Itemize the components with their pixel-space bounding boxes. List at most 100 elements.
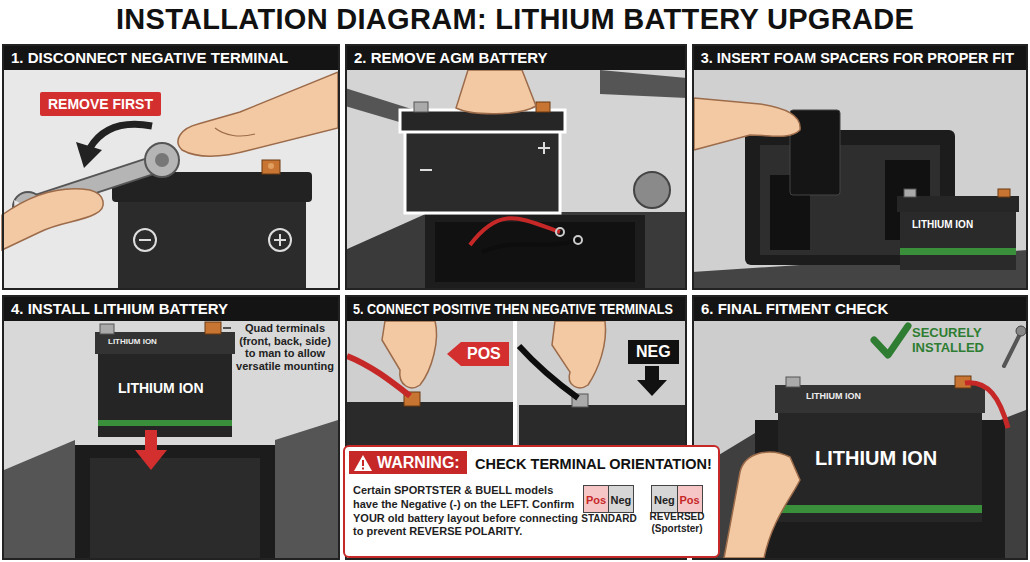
lithium-battery <box>904 189 916 197</box>
agm-battery <box>536 102 550 112</box>
step-panel: 2. REMOVE AGM BATTERY <box>345 44 687 290</box>
warning-icon <box>353 454 373 472</box>
agm-battery <box>420 169 432 171</box>
lithium-battery <box>205 322 221 334</box>
panel-ground <box>2 295 340 560</box>
warning-body: Certain SPORTSTER & BUELL models have th… <box>353 484 579 539</box>
panel-header-band: 1. DISCONNECT NEGATIVE TERMINAL <box>4 46 338 70</box>
battery-tray <box>90 458 260 560</box>
turn-arrow <box>76 142 102 168</box>
warning-badge: WARNING: <box>349 451 467 474</box>
agm-battery <box>118 195 306 290</box>
lithium-battery <box>778 410 982 522</box>
agm-battery <box>414 102 428 112</box>
terminal-cell: Neg <box>608 485 635 513</box>
agm-battery <box>400 102 565 213</box>
lithium-battery <box>897 189 1019 270</box>
battery-top <box>519 405 685 450</box>
hand <box>2 189 103 250</box>
hand <box>552 321 606 388</box>
hand <box>382 321 437 388</box>
agm-battery <box>279 234 281 246</box>
panel-ground <box>2 44 1028 560</box>
turn-arrow <box>90 124 152 148</box>
motorcycle-frame <box>345 70 687 290</box>
hand <box>2 72 338 250</box>
lithium-battery <box>775 376 985 522</box>
wrench <box>145 143 179 177</box>
warning-icon <box>354 455 372 471</box>
layout-caption: REVERSED (Sportster) <box>642 511 712 534</box>
step-panel: 1. DISCONNECT NEGATIVE TERMINAL REMOVE FI… <box>2 44 340 290</box>
warning-icon <box>362 460 364 466</box>
down-arrow <box>637 366 667 396</box>
down-arrow <box>637 366 667 396</box>
turn-arrow <box>76 124 152 168</box>
agm-battery <box>269 229 291 251</box>
lithium-battery <box>897 196 1019 212</box>
agm-battery <box>405 128 560 213</box>
battery-cable <box>574 236 582 244</box>
tag-text: POS <box>467 345 501 363</box>
down-arrow <box>145 430 157 452</box>
battery-brand: LITHIUM ION <box>108 337 157 346</box>
panel-ground <box>345 295 687 560</box>
torque-wrench-icon <box>1004 334 1020 366</box>
panel-ground <box>2 44 340 290</box>
agm-battery <box>262 160 280 174</box>
battery-cable <box>556 228 564 236</box>
lithium-battery <box>98 420 232 426</box>
callout-note: Quad terminals (front, back, side) to ma… <box>234 322 336 373</box>
hand <box>178 72 338 156</box>
battery-cable <box>470 218 560 245</box>
battery-top <box>347 392 685 452</box>
agm-battery <box>543 142 545 154</box>
battery-tray <box>435 222 635 282</box>
lithium-battery <box>100 324 114 334</box>
step-panel: 3. INSERT FOAM SPACERS FOR PROPER FIT <box>692 44 1028 290</box>
leader-line <box>223 327 231 329</box>
lithium-battery <box>95 332 235 354</box>
callout-tag: REMOVE FIRST <box>40 92 161 116</box>
terminal-label: Neg <box>611 494 632 506</box>
hand <box>215 128 255 136</box>
hand <box>694 98 800 150</box>
lithium-battery <box>95 322 235 437</box>
battery-cable <box>965 383 1008 428</box>
lithium-battery <box>900 248 1016 255</box>
wrench <box>155 153 169 167</box>
panel-heading: 4. INSTALL LITHIUM BATTERY <box>4 297 228 321</box>
divider <box>513 319 517 446</box>
callout-tag: NEG <box>628 340 679 364</box>
down-arrow <box>135 450 167 470</box>
battery-tray <box>75 445 275 560</box>
battery-brand: LITHIUM ION <box>806 391 861 401</box>
panel-header-band: 5. CONNECT POSITIVE THEN NEGATIVE TERMIN… <box>347 297 685 321</box>
check-mark <box>874 326 908 355</box>
arrow-tag: POS <box>447 342 509 366</box>
panel-heading: 5. CONNECT POSITIVE THEN NEGATIVE TERMIN… <box>347 297 673 321</box>
hand <box>694 98 800 150</box>
title-text: INSTALLATION DIAGRAM: LITHIUM BATTERY UP… <box>116 3 914 36</box>
motorcycle-frame <box>275 420 338 558</box>
tag-text: REMOVE FIRST <box>48 96 153 112</box>
warning-icon <box>362 467 364 469</box>
down-arrow <box>135 430 167 470</box>
panel-ground <box>692 44 1028 290</box>
hand <box>724 452 800 558</box>
torque-wrench-icon <box>1004 326 1026 366</box>
terminal-label: Neg <box>654 494 675 506</box>
divider <box>515 319 516 446</box>
terminal-label: Pos <box>680 494 700 506</box>
motorcycle-frame <box>4 440 75 558</box>
panel-heading: 3. INSERT FOAM SPACERS FOR PROPER FIT <box>694 46 1014 70</box>
terminal-label: Pos <box>586 494 606 506</box>
lithium-battery <box>998 189 1010 197</box>
battery-cable <box>482 240 578 252</box>
hand <box>382 321 606 388</box>
agm-battery <box>134 229 156 251</box>
agm-battery <box>139 239 151 241</box>
status-label: SECURELY INSTALLED <box>912 326 998 356</box>
hand <box>456 70 536 114</box>
